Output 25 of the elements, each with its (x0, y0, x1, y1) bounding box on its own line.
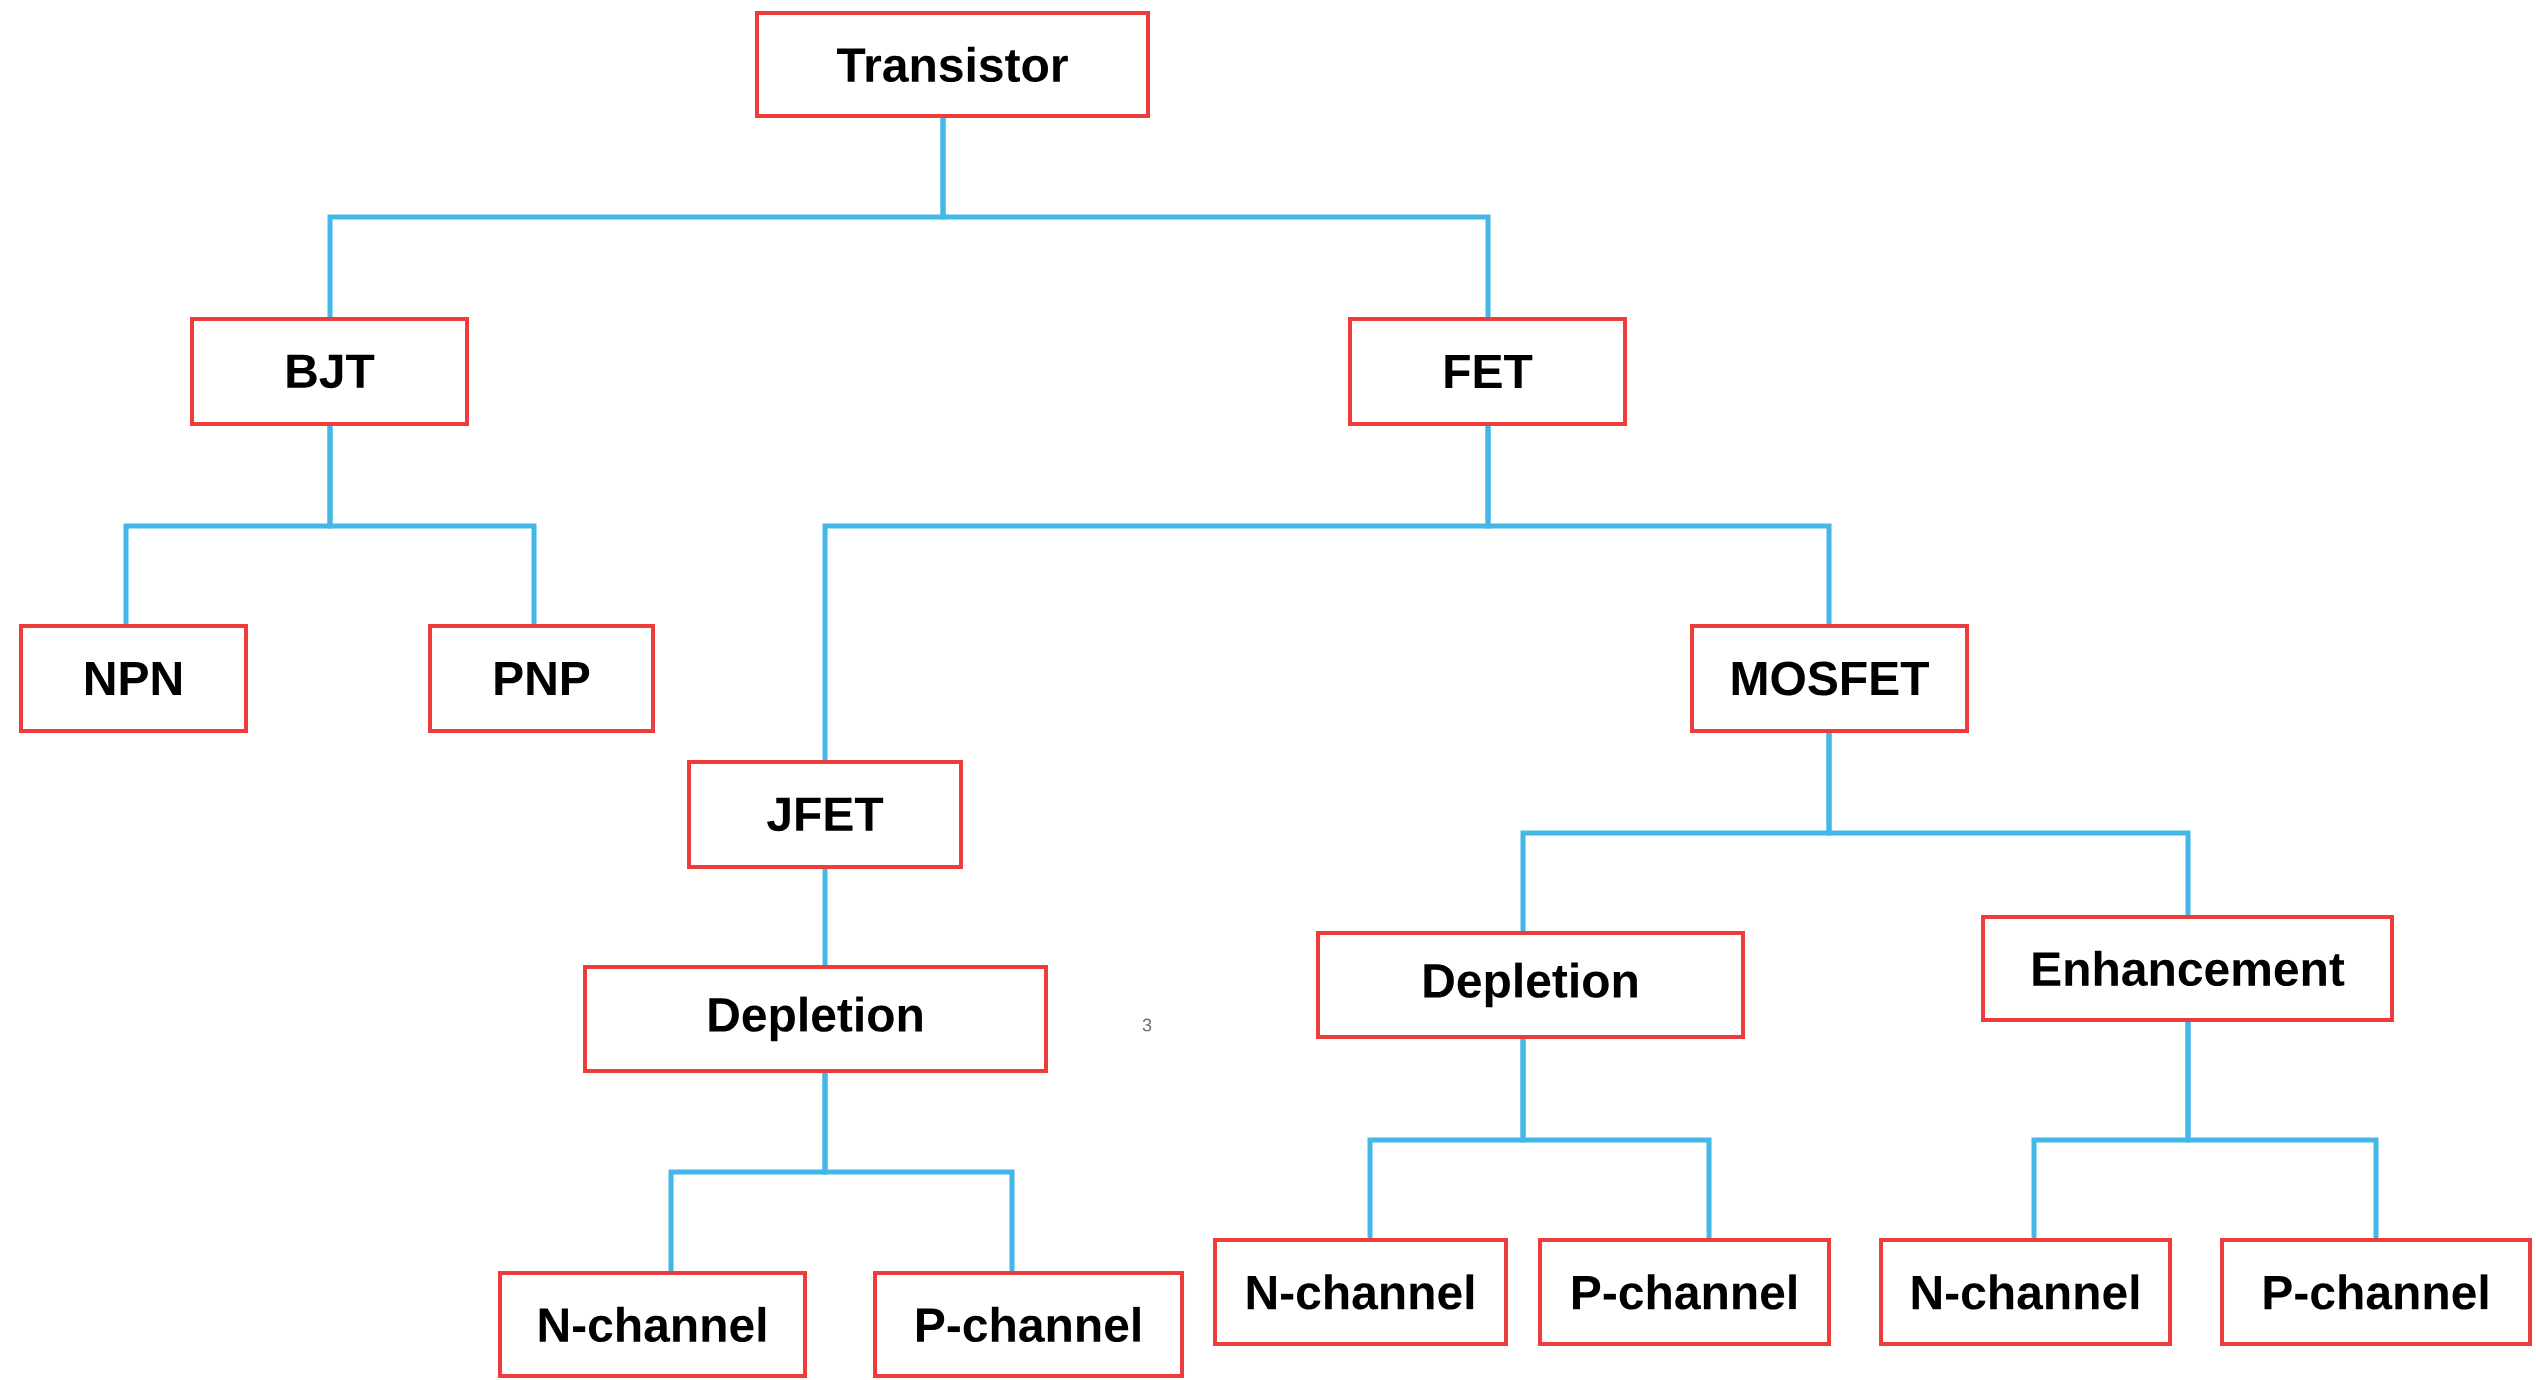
tree-box: P-channel (1538, 1238, 1831, 1346)
tree-box: N-channel (1213, 1238, 1508, 1346)
tree-box: MOSFET (1690, 624, 1970, 733)
tree-box: Transistor (755, 11, 1150, 118)
tree-box: N-channel (1879, 1238, 2172, 1346)
page-number: 3 (1142, 1018, 1152, 1032)
tree-box: JFET (687, 760, 963, 869)
tree-box: FET (1348, 317, 1627, 426)
tree-box: Enhancement (1981, 915, 2394, 1022)
tree-box: P-channel (2220, 1238, 2532, 1346)
connector-line (2185, 1022, 2379, 1238)
connector-line (822, 1073, 1015, 1271)
tree-box: Depletion (1316, 931, 1745, 1039)
tree-box: P-channel (873, 1271, 1184, 1378)
tree-box: N-channel (498, 1271, 807, 1378)
connector-line (1485, 426, 1832, 624)
connector-line (940, 118, 1491, 317)
connector-line (1520, 1039, 1712, 1238)
connector-line (1826, 733, 2191, 915)
tree-box: PNP (428, 624, 655, 733)
tree-box: BJT (190, 317, 469, 426)
tree-box: Depletion (583, 965, 1048, 1073)
connector-line (327, 426, 537, 624)
connector-line (822, 869, 828, 965)
tree-box: NPN (19, 624, 248, 733)
